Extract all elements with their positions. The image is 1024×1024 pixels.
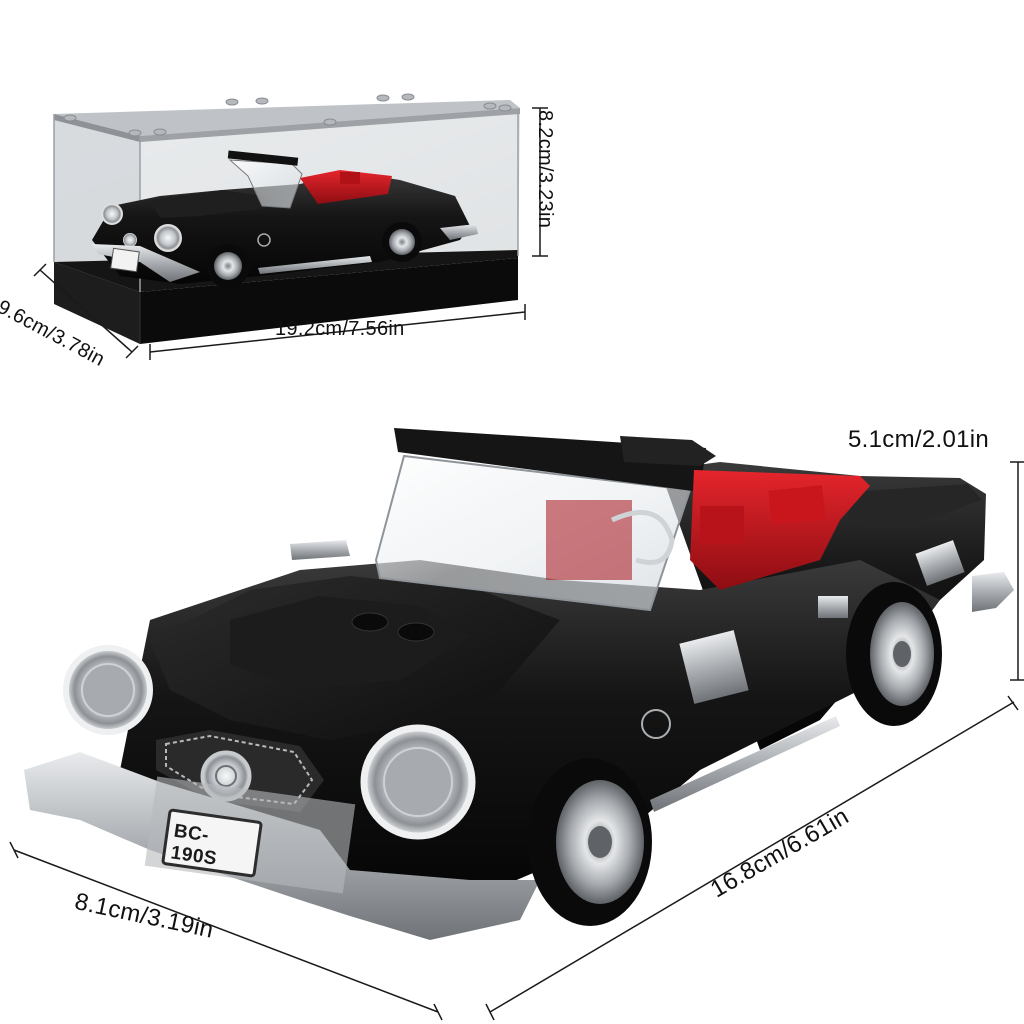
car-dimension-lines xyxy=(9,461,1024,1021)
car-height-label: 5.1cm/2.01in xyxy=(848,426,990,453)
case-height-label: 8.2cm/3.23in xyxy=(534,110,556,229)
small-car-model xyxy=(92,150,478,288)
case-dimension-lines xyxy=(33,107,548,360)
large-car-model xyxy=(24,428,1014,940)
case-length-label: 19.2cm/7.56in xyxy=(275,318,405,340)
license-plate-text: BC-190S xyxy=(169,820,219,870)
